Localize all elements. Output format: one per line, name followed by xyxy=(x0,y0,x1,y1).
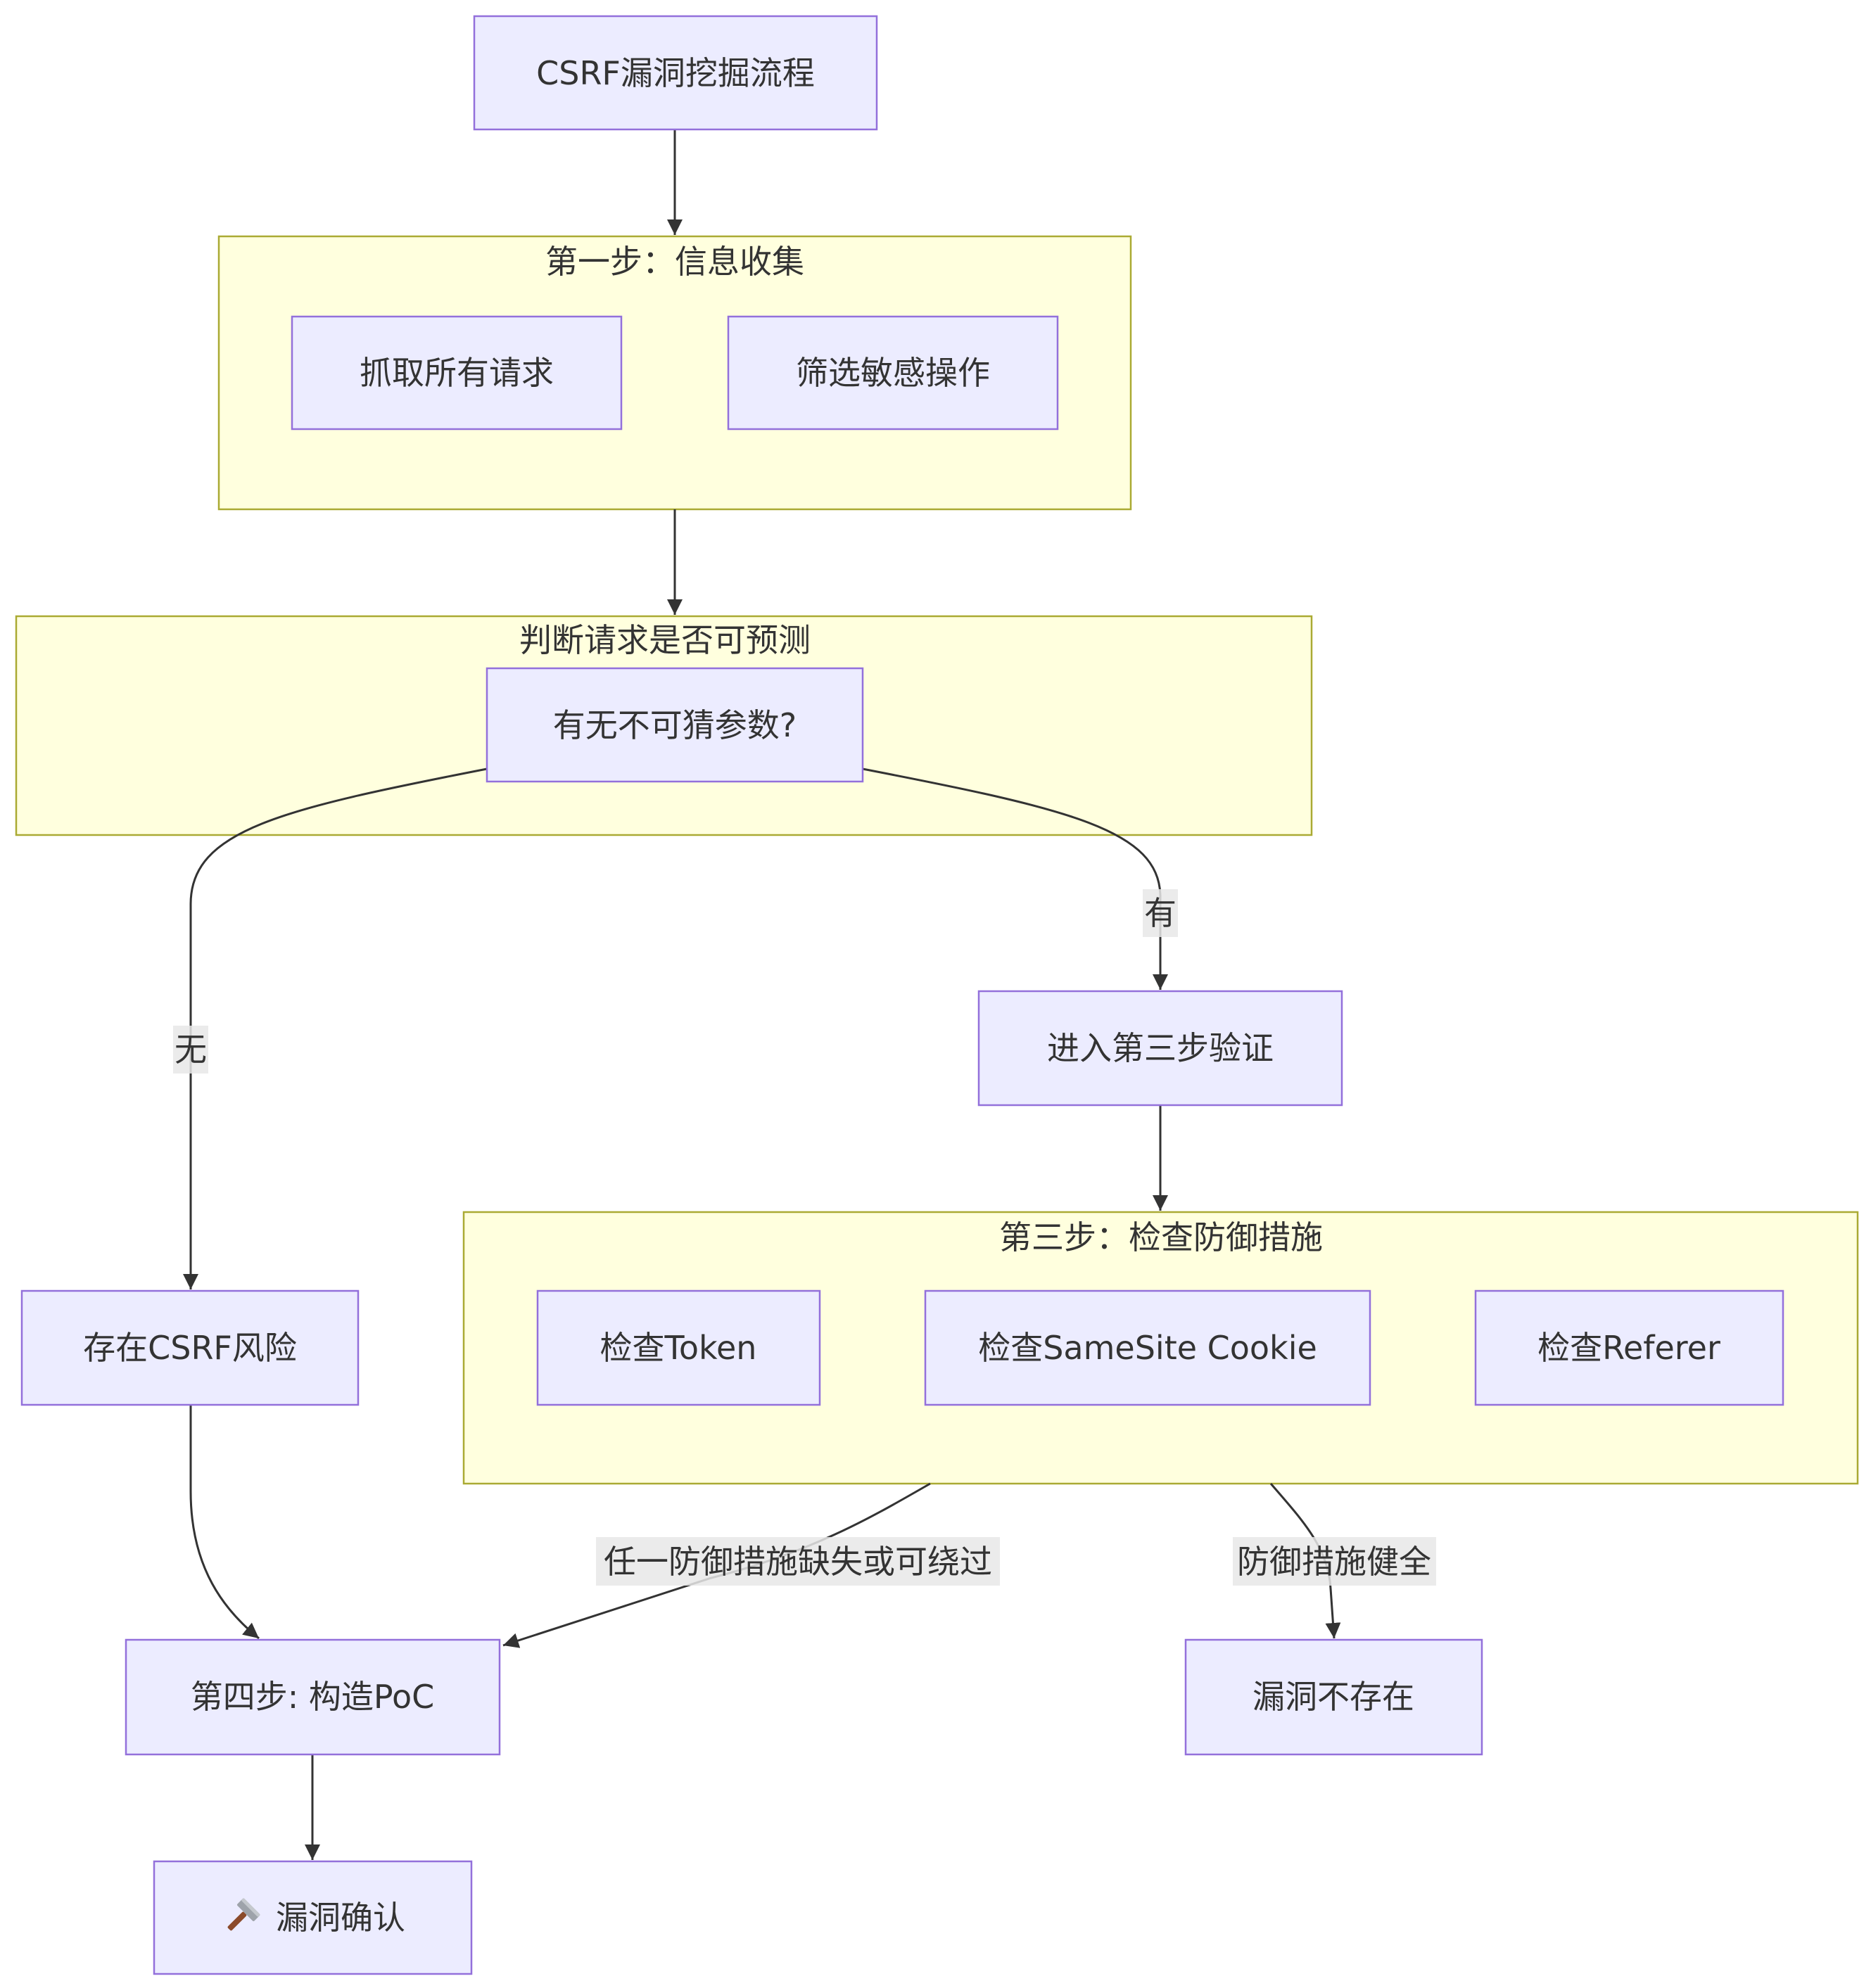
node-build-poc-label: 第四步: 构造PoC xyxy=(191,1678,434,1716)
edge-label-no-text: 无 xyxy=(175,1031,207,1069)
edge-decision-no xyxy=(183,767,488,1289)
node-go-step3-label: 进入第三步验证 xyxy=(1047,1029,1274,1067)
node-vuln-confirmed: 漏洞确认 xyxy=(153,1860,473,1975)
node-go-step3: 进入第三步验证 xyxy=(977,990,1343,1107)
edge-label-bypass-text: 任一防御措施缺失或可绕过 xyxy=(604,1543,992,1581)
start-node-label: CSRF漏洞挖掘流程 xyxy=(536,54,815,92)
node-decision-params-label: 有无不可猜参数? xyxy=(553,706,797,744)
edge-label-bypass: 任一防御措施缺失或可绕过 xyxy=(596,1537,1000,1586)
edge-label-robust-text: 防御措施健全 xyxy=(1237,1543,1431,1581)
node-check-referer-label: 检查Referer xyxy=(1537,1329,1720,1367)
edge-decision-yes xyxy=(862,767,1168,990)
node-filter-sensitive: 筛选敏感操作 xyxy=(727,315,1059,431)
hammer-icon xyxy=(227,1898,260,1931)
node-decision-params: 有无不可猜参数? xyxy=(486,667,864,783)
cluster-step2-title: 判断请求是否可预测 xyxy=(519,621,811,659)
edge-label-yes: 有 xyxy=(1143,889,1178,937)
node-check-token-label: 检查Token xyxy=(600,1329,757,1367)
node-not-exist: 漏洞不存在 xyxy=(1184,1638,1483,1756)
start-node: CSRF漏洞挖掘流程 xyxy=(473,15,878,131)
node-vuln-confirmed-label: 漏洞确认 xyxy=(276,1899,405,1937)
node-check-samesite: 检查SameSite Cookie xyxy=(924,1289,1371,1406)
node-capture-requests-label: 抓取所有请求 xyxy=(360,354,554,392)
cluster-step1-title: 第一步：信息收集 xyxy=(545,243,804,281)
edge-label-yes-text: 有 xyxy=(1144,894,1176,932)
node-filter-sensitive-label: 筛选敏感操作 xyxy=(796,354,990,392)
node-capture-requests: 抓取所有请求 xyxy=(291,315,623,431)
node-not-exist-label: 漏洞不存在 xyxy=(1252,1678,1414,1716)
node-build-poc: 第四步: 构造PoC xyxy=(125,1638,501,1756)
edge-label-no: 无 xyxy=(173,1026,208,1073)
cluster-step3-title: 第三步：检查防御措施 xyxy=(999,1218,1323,1256)
node-csrf-risk: 存在CSRF风险 xyxy=(20,1289,360,1406)
node-csrf-risk-label: 存在CSRF风险 xyxy=(83,1329,297,1367)
node-check-token: 检查Token xyxy=(536,1289,821,1406)
edge-risk-to-step4 xyxy=(189,1405,260,1640)
node-check-samesite-label: 检查SameSite Cookie xyxy=(978,1329,1317,1367)
edge-label-robust: 防御措施健全 xyxy=(1233,1537,1436,1586)
node-check-referer: 检查Referer xyxy=(1474,1289,1784,1406)
